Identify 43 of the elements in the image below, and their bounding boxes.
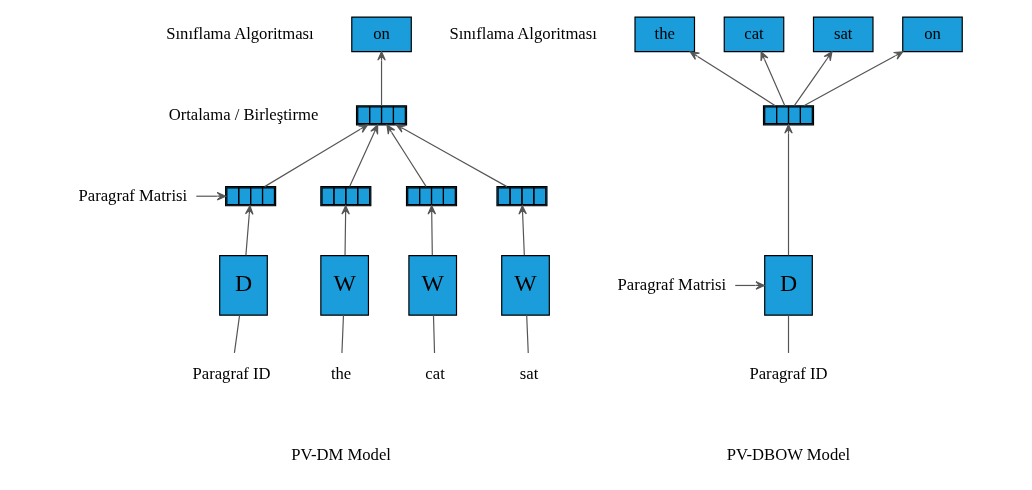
- arrow: [341, 205, 350, 256]
- node-box: the: [634, 16, 696, 53]
- connector: [341, 314, 345, 354]
- arrow: [349, 124, 379, 188]
- label: Ortalama / Birleştirme: [168, 104, 319, 124]
- label: Sınıflama Algoritması: [166, 23, 314, 43]
- arrow: [689, 51, 776, 107]
- node-box: D: [219, 255, 268, 316]
- arrow: [793, 51, 833, 107]
- node-text: the: [330, 364, 352, 384]
- node-box: on: [902, 16, 963, 53]
- connector: [432, 314, 436, 354]
- node-box: cat: [723, 16, 785, 53]
- node-box: on: [351, 16, 412, 53]
- node-text: Paragraf ID: [192, 364, 271, 384]
- arrow: [427, 205, 437, 256]
- arrow: [195, 191, 227, 201]
- arrow: [377, 51, 386, 107]
- arrow: [244, 205, 254, 256]
- arrow: [760, 51, 786, 107]
- arrow: [518, 205, 527, 256]
- label: Sınıflama Algoritması: [449, 23, 597, 43]
- node-box: sat: [812, 16, 874, 53]
- node-text: Paragraf Matrisi: [78, 185, 188, 205]
- label: PV-DBOW Model: [726, 445, 851, 465]
- connector: [526, 314, 529, 354]
- node-text: cat: [425, 364, 445, 384]
- node-box: W: [501, 255, 550, 316]
- node-text: Paragraf ID: [749, 364, 828, 384]
- node-text: sat: [519, 364, 539, 384]
- connector: [233, 314, 241, 354]
- arrow: [784, 124, 793, 256]
- node-box: W: [320, 255, 370, 316]
- node-box: W: [408, 255, 458, 316]
- arrow: [395, 124, 508, 188]
- node-box: D: [764, 255, 813, 316]
- arrow: [264, 124, 369, 188]
- node-text: Paragraf Matrisi: [617, 274, 727, 294]
- connector: [787, 314, 790, 354]
- arrow: [803, 51, 904, 107]
- arrow: [734, 281, 765, 290]
- label: PV-DM Model: [291, 445, 391, 465]
- arrow: [386, 124, 427, 188]
